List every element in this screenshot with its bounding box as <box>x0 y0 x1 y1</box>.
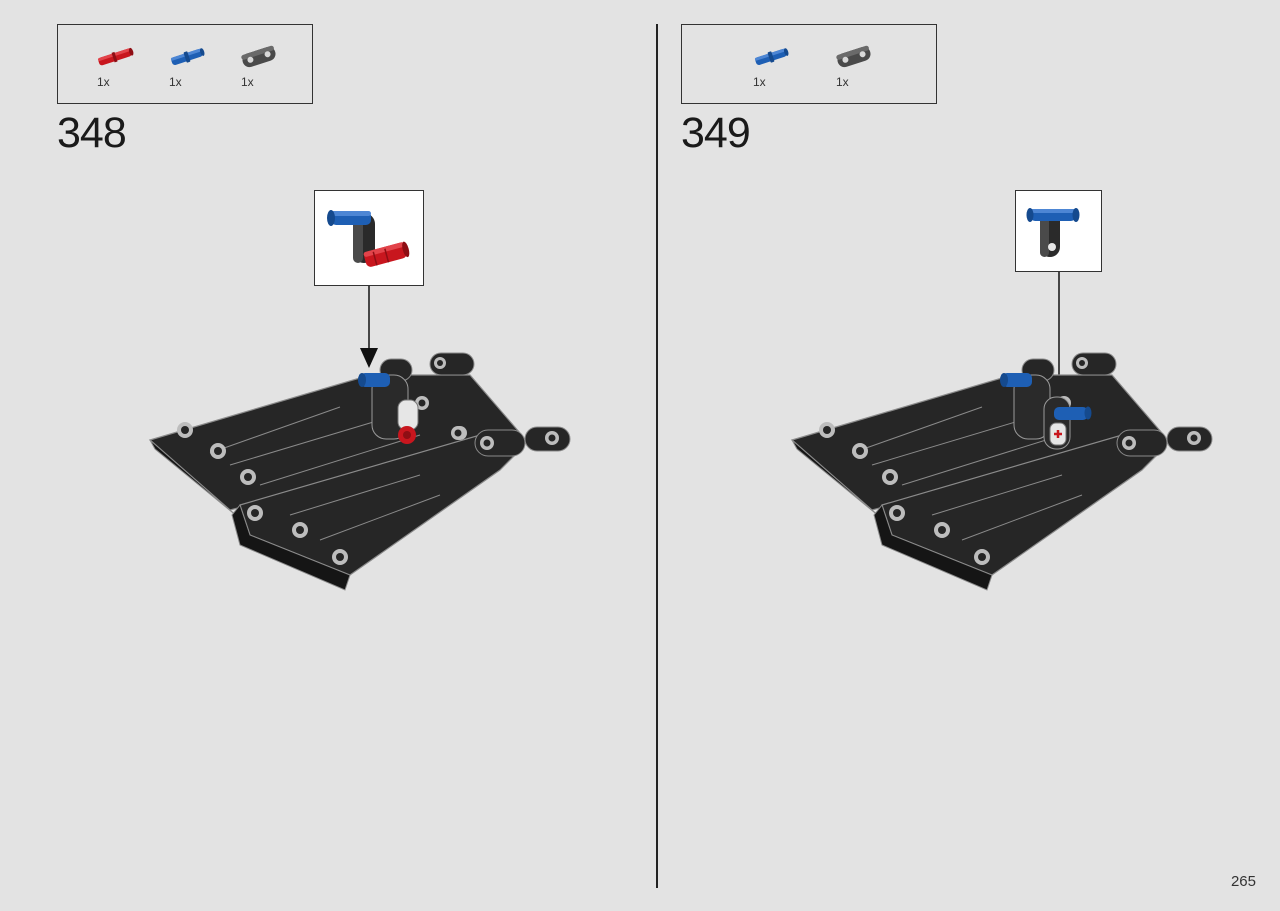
part-blue-pin: 1x <box>167 45 217 100</box>
parts-list-step-349: 1x 1x <box>681 24 937 104</box>
part-dark-gray-beam: 1x <box>834 45 884 100</box>
placement-arrow <box>360 286 378 368</box>
blue-pin-icon <box>754 48 789 65</box>
subassembly-illustration <box>1026 208 1080 257</box>
page-number: 265 <box>1230 873 1256 890</box>
subassembly-callout <box>1015 190 1102 272</box>
parts-list-step-348: 1x 1x 1x <box>57 24 313 104</box>
part-quantity: 1x <box>241 75 254 89</box>
part-dark-gray-beam: 1x <box>239 45 289 100</box>
red-axle-pin-icon <box>97 47 134 66</box>
subassembly-illustration <box>327 210 410 267</box>
part-quantity: 1x <box>836 75 849 89</box>
assembly-model-step-348 <box>148 352 571 591</box>
blue-pin-icon <box>170 48 205 65</box>
step-number: 348 <box>57 109 127 157</box>
part-quantity: 1x <box>753 75 766 89</box>
page-divider <box>656 24 658 888</box>
part-quantity: 1x <box>169 75 182 89</box>
step-number: 349 <box>681 109 751 157</box>
part-blue-pin: 1x <box>751 45 801 100</box>
part-red-axle-pin: 1x <box>95 45 145 100</box>
dark-gray-beam-icon <box>241 45 276 68</box>
dark-gray-beam-icon <box>836 45 871 68</box>
assembly-model-step-349 <box>790 352 1213 591</box>
part-quantity: 1x <box>97 75 110 89</box>
subassembly-callout <box>314 190 424 286</box>
